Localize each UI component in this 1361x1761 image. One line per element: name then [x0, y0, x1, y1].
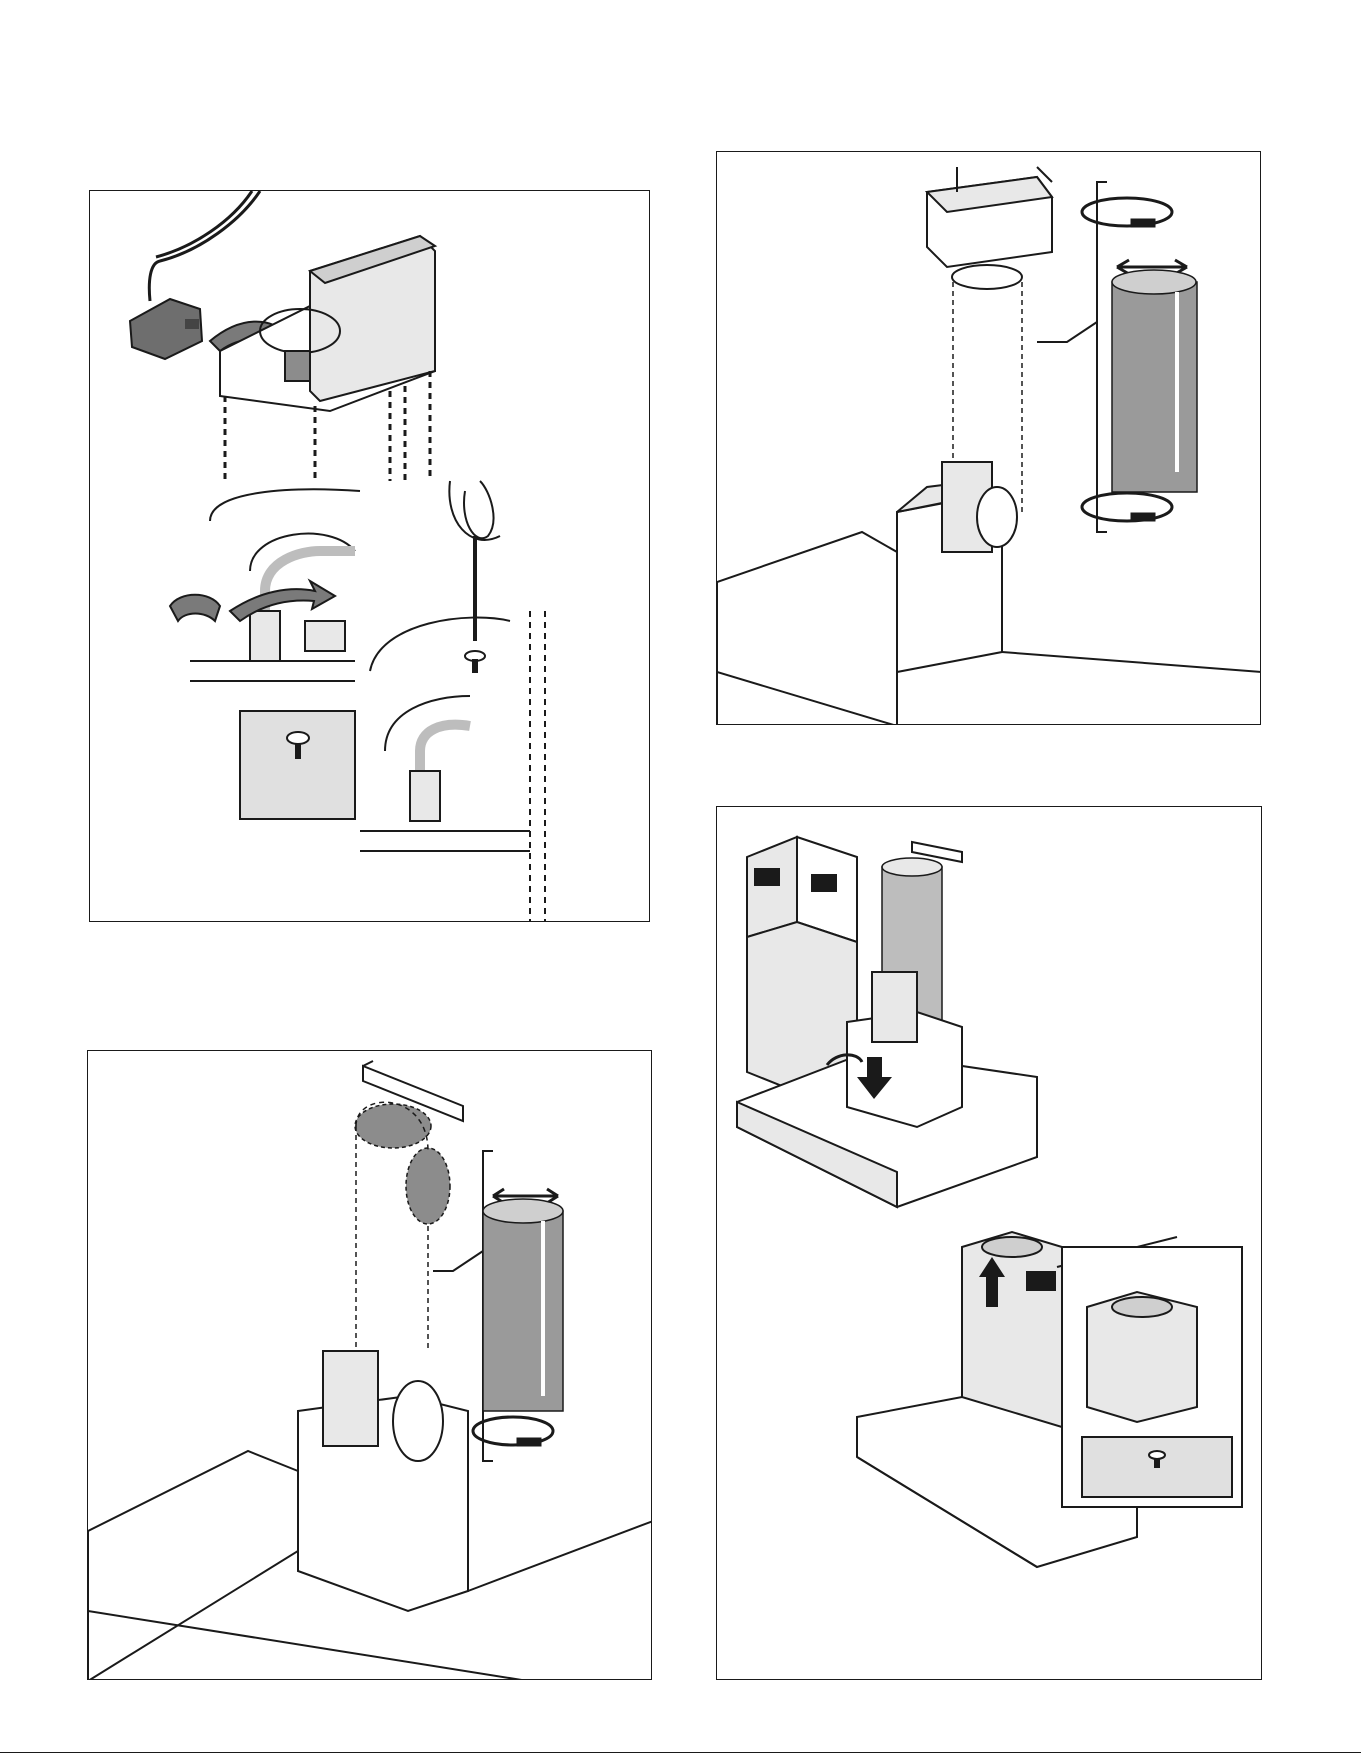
- duct-clamp-icon: [473, 1417, 553, 1445]
- flexible-duct-icon: [483, 1199, 563, 1411]
- detail-screw-install: [360, 611, 545, 922]
- figure-chimney-cover: [716, 806, 1262, 1680]
- figure-duct-bracket: [87, 1050, 652, 1680]
- figure-power-cord-connection: [89, 190, 650, 922]
- detail-strain-relief: [190, 489, 360, 681]
- power-cord-icon: [149, 191, 260, 301]
- plug-icon: [130, 299, 202, 359]
- duct-clamp-icon: [1082, 493, 1172, 521]
- duct-opening-side: [406, 1148, 450, 1224]
- chimney-cover-icon: [747, 837, 857, 1092]
- screw-icon: [465, 651, 485, 673]
- duct-clamp-icon: [1082, 198, 1172, 226]
- duct-adapter-icon: [927, 167, 1052, 289]
- range-hood-body: [717, 462, 1261, 725]
- screw-inset: [1082, 1437, 1232, 1497]
- range-hood-body: [88, 1351, 652, 1680]
- duct-opening-top: [355, 1104, 431, 1148]
- screw-inset: [240, 711, 355, 819]
- figure-duct-adapter: [716, 151, 1261, 725]
- page-footer-rule: [0, 1752, 1361, 1753]
- flexible-duct-icon: [1112, 270, 1197, 492]
